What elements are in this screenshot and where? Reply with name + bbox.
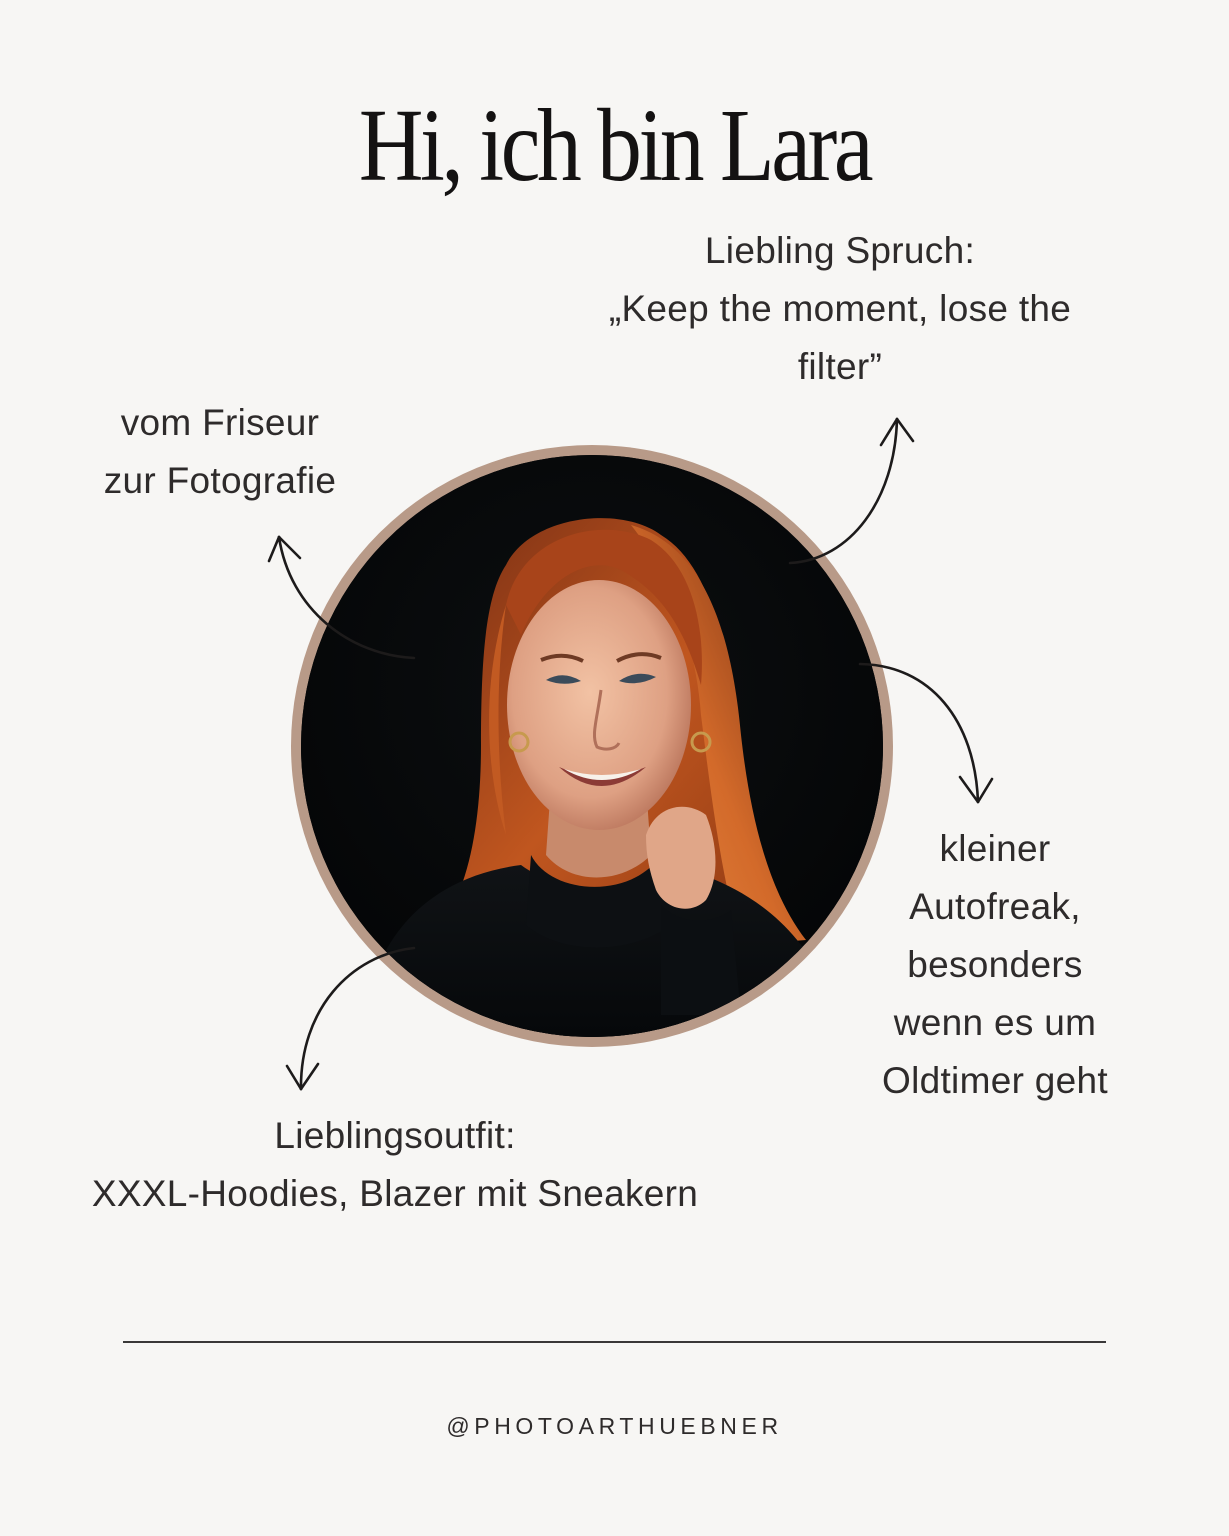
portrait-illustration <box>301 455 883 1037</box>
favorite-outfit-text: Lieblingsoutfit: XXXL-Hoodies, Blazer mi… <box>91 1115 699 1214</box>
career-text: vom Friseur zur Fotografie <box>103 402 337 501</box>
portrait-frame <box>291 445 893 1047</box>
favorite-quote-text: Liebling Spruch: „Keep the moment, lose … <box>608 230 1072 387</box>
instagram-handle: @PHOTOARTHUEBNER <box>446 1413 783 1439</box>
portrait-photo <box>301 455 883 1037</box>
car-fan-text: kleiner Autofreak, besonders wenn es um … <box>882 828 1108 1101</box>
page-title: Hi, ich bin Lara <box>358 88 874 203</box>
footer-divider <box>123 1341 1106 1343</box>
